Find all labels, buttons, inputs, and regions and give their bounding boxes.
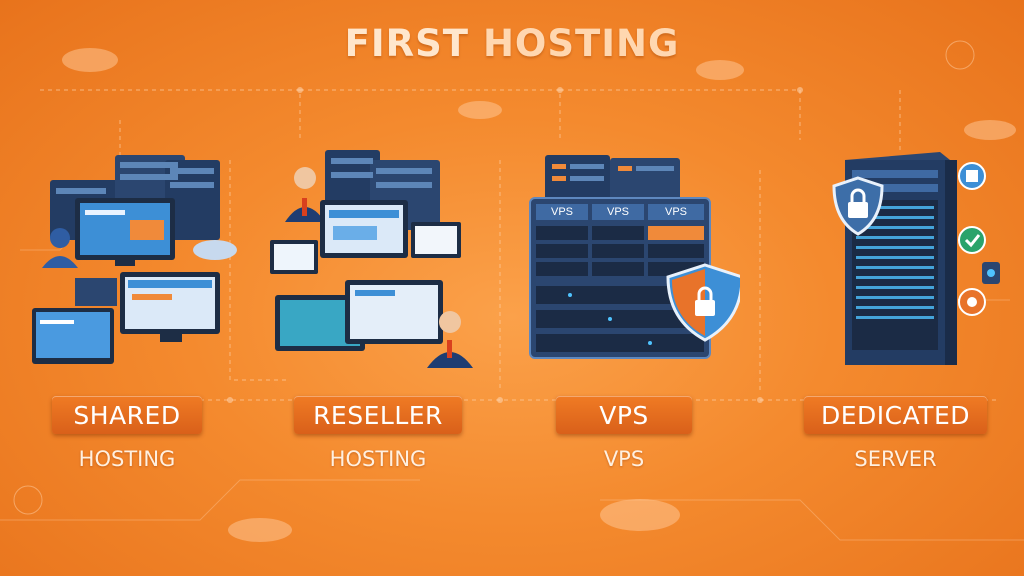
check-icon (958, 226, 986, 254)
vps-subtitle: VPS (603, 447, 645, 471)
shared-hosting-illustration (20, 140, 250, 370)
person-icon (427, 311, 473, 368)
reseller-hosting-illustration (265, 140, 495, 370)
cloud-icon (193, 240, 237, 260)
padlock-icon (832, 176, 884, 236)
page-title: FIRST HOSTING (344, 22, 680, 65)
reseller-subtitle: HOSTING (329, 447, 427, 471)
dedicated-subtitle: SERVER (854, 447, 937, 471)
reseller-button[interactable]: RESELLER (294, 396, 462, 434)
vps-button[interactable]: VPS (556, 396, 692, 434)
monitor-icon (32, 308, 114, 364)
person-icon (285, 167, 325, 222)
dedicated-button[interactable]: DEDICATED (804, 396, 987, 434)
dedicated-server-illustration (790, 140, 1020, 370)
server-rack-icon (545, 155, 680, 200)
gear-icon (958, 288, 986, 316)
monitor-icon (275, 280, 443, 351)
monitor-icon (320, 200, 408, 258)
shield-lock-icon (666, 263, 740, 342)
lock-icon (982, 262, 1000, 284)
cloud-icon (62, 48, 1016, 542)
vps-badge: VPS (550, 206, 573, 218)
vps-hosting-illustration (510, 140, 740, 370)
monitor-icon (120, 272, 220, 342)
vps-badge: VPS (606, 206, 629, 218)
shared-subtitle: HOSTING (78, 447, 176, 471)
database-icon (958, 162, 986, 190)
vps-badge: VPS (664, 206, 687, 218)
monitor-icon (75, 198, 175, 266)
person-icon (42, 228, 78, 268)
shared-button[interactable]: SHARED (52, 396, 202, 434)
